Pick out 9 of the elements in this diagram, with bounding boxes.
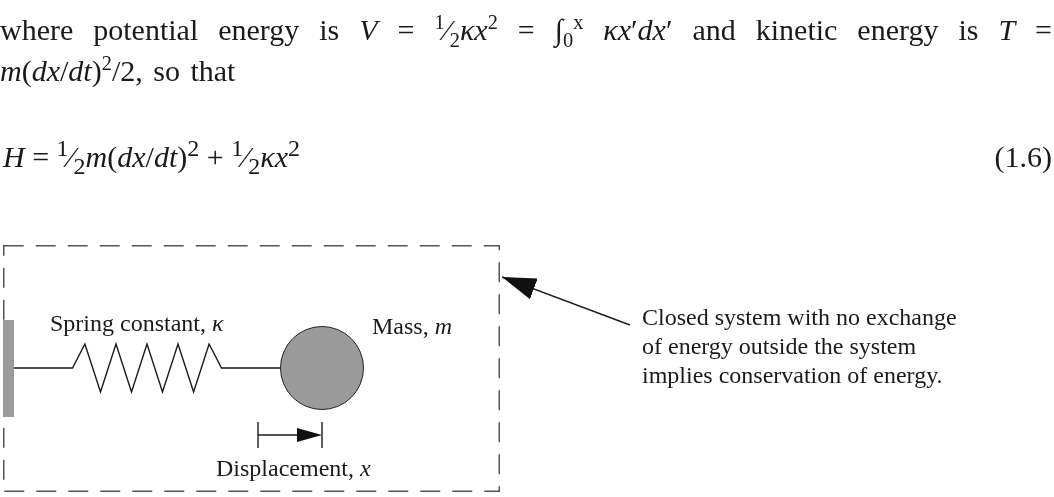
- callout-text: Closed system with no exchange of energy outside the system implies conservation of energy.: [642, 303, 964, 390]
- wall: [3, 320, 14, 417]
- equation-number: (1.6): [994, 140, 1052, 175]
- leader-arrow: [501, 276, 631, 326]
- spring: [13, 341, 281, 395]
- displacement-label: Displacement, x: [216, 455, 371, 483]
- body-text: where potential energy is V = $^{1}$⁄$_{2}$κx$^{2}$ = ∫$_{0}$$^{x}$ κx′dx′ and kinetic energy is T = m(dx/dt)$^{2}$/2, so that: [0, 10, 1052, 89]
- mass-label: Mass, m: [372, 313, 452, 341]
- equation: H = $^{1}$⁄$_{2}$m(dx/dt)$^{2}$ + $^{1}$⁄$_{2}$κx$^{2}$: [3, 140, 300, 175]
